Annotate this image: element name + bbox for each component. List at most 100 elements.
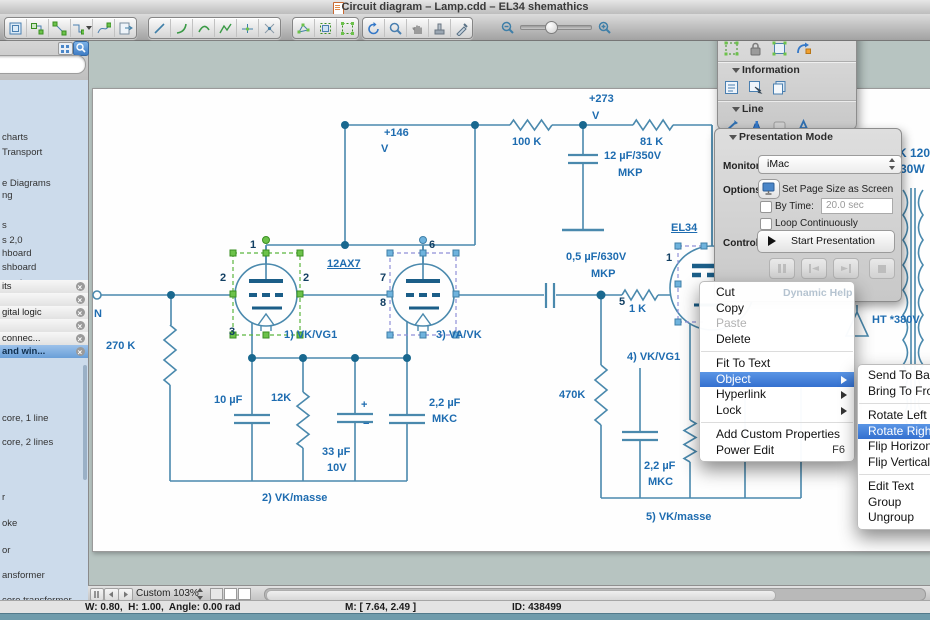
search-input[interactable]: [0, 55, 86, 74]
grid-view-icon[interactable]: [58, 42, 73, 55]
zoom-slider-thumb[interactable]: [545, 21, 558, 34]
start-presentation-button[interactable]: Start Presentation: [757, 230, 895, 253]
pan-hand-icon[interactable]: [407, 19, 429, 37]
label-v273: +273: [589, 93, 614, 105]
behaviour-action-icon[interactable]: [723, 40, 740, 57]
page-connector-icon[interactable]: [115, 19, 136, 37]
line-tool-icon[interactable]: [149, 19, 171, 37]
zoom-in-icon[interactable]: [597, 20, 612, 35]
dropdown-caret-icon[interactable]: [86, 26, 92, 30]
close-icon[interactable]: [76, 308, 85, 317]
library-item[interactable]: s 2,0: [2, 235, 23, 246]
section-header[interactable]: gital logic: [0, 306, 88, 320]
curve-connector-icon[interactable]: [93, 19, 115, 37]
shape-item[interactable]: core, 2 lines: [2, 437, 53, 448]
line-header[interactable]: Line: [718, 101, 856, 116]
submenu-item-rotate-right[interactable]: Rotate Right 90°: [858, 424, 930, 440]
submenu-item-group[interactable]: Group: [858, 495, 930, 511]
split-tool-icon[interactable]: [237, 19, 259, 37]
edit-vertices-icon[interactable]: [293, 19, 315, 37]
submenu-item-flip-horizontal[interactable]: Flip Horizontal: [858, 439, 930, 455]
submenu-item-edit-text[interactable]: Edit Text: [858, 479, 930, 495]
protect-size-icon[interactable]: [771, 40, 788, 57]
library-item[interactable]: shboard: [2, 262, 36, 273]
menu-item-object[interactable]: Object: [700, 372, 854, 388]
page-tab[interactable]: [210, 588, 223, 600]
menu-item-add-custom-properties[interactable]: Add Custom Properties: [700, 427, 854, 443]
library-item[interactable]: Transport: [2, 147, 42, 158]
group-shapes-icon[interactable]: [315, 19, 337, 37]
note-icon[interactable]: [723, 79, 740, 96]
library-item[interactable]: e Diagrams: [2, 178, 51, 189]
close-icon[interactable]: [76, 334, 85, 343]
submenu-item-rotate-left[interactable]: Rotate Left 90°: [858, 408, 930, 424]
eyedropper-icon[interactable]: [451, 19, 472, 37]
by-time-checkbox[interactable]: [760, 201, 772, 213]
shape-item[interactable]: core, 1 line: [2, 413, 48, 424]
stamp-tool-icon[interactable]: [429, 19, 451, 37]
section-header[interactable]: [0, 319, 88, 333]
sidebar-scrollbar[interactable]: [83, 365, 87, 480]
information-header[interactable]: Information: [718, 62, 856, 77]
select-info-icon[interactable]: [747, 79, 764, 96]
close-icon[interactable]: [76, 347, 85, 356]
section-header[interactable]: connec...: [0, 332, 88, 346]
menu-item-power-edit[interactable]: Power EditF6: [700, 443, 854, 459]
presentation-header[interactable]: Presentation Mode: [715, 129, 901, 144]
trim-tool-icon[interactable]: [259, 19, 280, 37]
menu-item-copy[interactable]: Copy: [700, 301, 854, 317]
menu-item-fit-to-text[interactable]: Fit To Text: [700, 356, 854, 372]
window-title: Circuit diagram – Lamp.cdd – EL34 shemat…: [0, 1, 930, 13]
menu-item-hyperlink[interactable]: Hyperlink: [700, 387, 854, 403]
menu-item-lock[interactable]: Lock: [700, 403, 854, 419]
submenu-item-ungroup[interactable]: Ungroup: [858, 510, 930, 526]
page-tab[interactable]: [238, 588, 251, 600]
section-header-selected[interactable]: and win...: [0, 345, 88, 359]
library-item[interactable]: ng: [2, 190, 13, 201]
lock-icon[interactable]: [747, 40, 764, 57]
submenu-item-bring-to-front[interactable]: Bring To Front: [858, 384, 930, 400]
monitor-select[interactable]: iMac: [758, 155, 902, 174]
page-tab[interactable]: [224, 588, 237, 600]
zoom-level-label[interactable]: Custom 103%: [136, 588, 199, 599]
shape-item[interactable]: r: [2, 492, 5, 503]
submenu-item-send-to-back[interactable]: Send To Back: [858, 368, 930, 384]
insert-object-icon[interactable]: [5, 19, 27, 37]
rotate-tool-icon[interactable]: [363, 19, 385, 37]
smart-connector-icon[interactable]: [27, 19, 49, 37]
menu-item-delete[interactable]: Delete: [700, 332, 854, 348]
section-header[interactable]: [0, 293, 88, 307]
stop-button[interactable]: [869, 258, 895, 279]
library-item[interactable]: hboard: [2, 248, 32, 259]
shape-item[interactable]: or: [2, 545, 10, 556]
pause-button[interactable]: [769, 258, 795, 279]
section-header[interactable]: its: [0, 280, 88, 294]
close-icon[interactable]: [76, 321, 85, 330]
direct-connector-icon[interactable]: [49, 19, 71, 37]
zoom-slider[interactable]: [520, 25, 592, 30]
submenu-item-flip-vertical[interactable]: Flip Vertical: [858, 455, 930, 471]
by-time-field[interactable]: 20.0 sec: [821, 198, 893, 214]
screen-size-button[interactable]: [758, 179, 780, 199]
layers-icon[interactable]: [771, 79, 788, 96]
next-button[interactable]: [833, 258, 859, 279]
close-icon[interactable]: [76, 295, 85, 304]
close-icon[interactable]: [76, 282, 85, 291]
zoom-out-icon[interactable]: [500, 20, 515, 35]
elbow-connector-icon[interactable]: [71, 19, 93, 37]
arc-tool-icon[interactable]: [171, 19, 193, 37]
polyline-tool-icon[interactable]: [215, 19, 237, 37]
select-stepper-icon[interactable]: [888, 158, 897, 170]
zoom-stepper-icon[interactable]: [196, 588, 205, 600]
library-item[interactable]: charts: [2, 132, 28, 143]
loop-checkbox[interactable]: [760, 218, 772, 230]
shape-item[interactable]: oke: [2, 518, 17, 529]
resize-shapes-icon[interactable]: [337, 19, 358, 37]
zoom-tool-icon[interactable]: [385, 19, 407, 37]
shape-item[interactable]: ansformer: [2, 570, 45, 581]
library-item[interactable]: s: [2, 220, 7, 231]
previous-button[interactable]: [801, 258, 827, 279]
action-arrow-icon[interactable]: [795, 40, 812, 57]
curve-tool-icon[interactable]: [193, 19, 215, 37]
search-icon[interactable]: [73, 41, 89, 56]
